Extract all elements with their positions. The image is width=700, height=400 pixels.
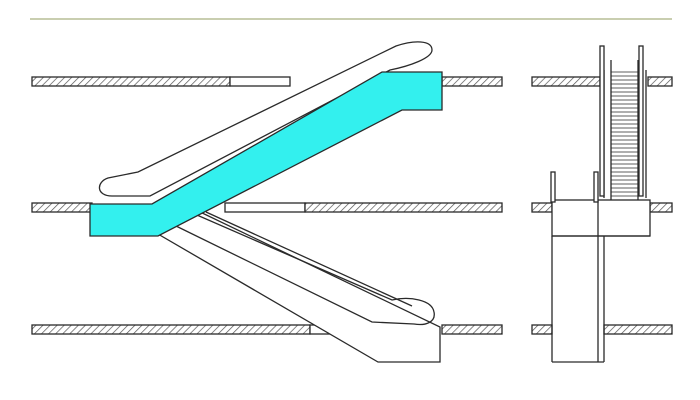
section-view (31, 41, 503, 363)
front-elevation-view (531, 45, 673, 363)
elevation-handrail-posts (550, 45, 644, 203)
escalator-upper-flight (89, 41, 443, 237)
floor-slab-middle (31, 202, 503, 213)
highlighted-truss (89, 71, 443, 237)
floor-slab-upper (31, 76, 503, 87)
elevation-step-rungs (611, 71, 638, 197)
elevation-truss-box (551, 199, 651, 363)
escalator-lower-flight (156, 209, 441, 363)
